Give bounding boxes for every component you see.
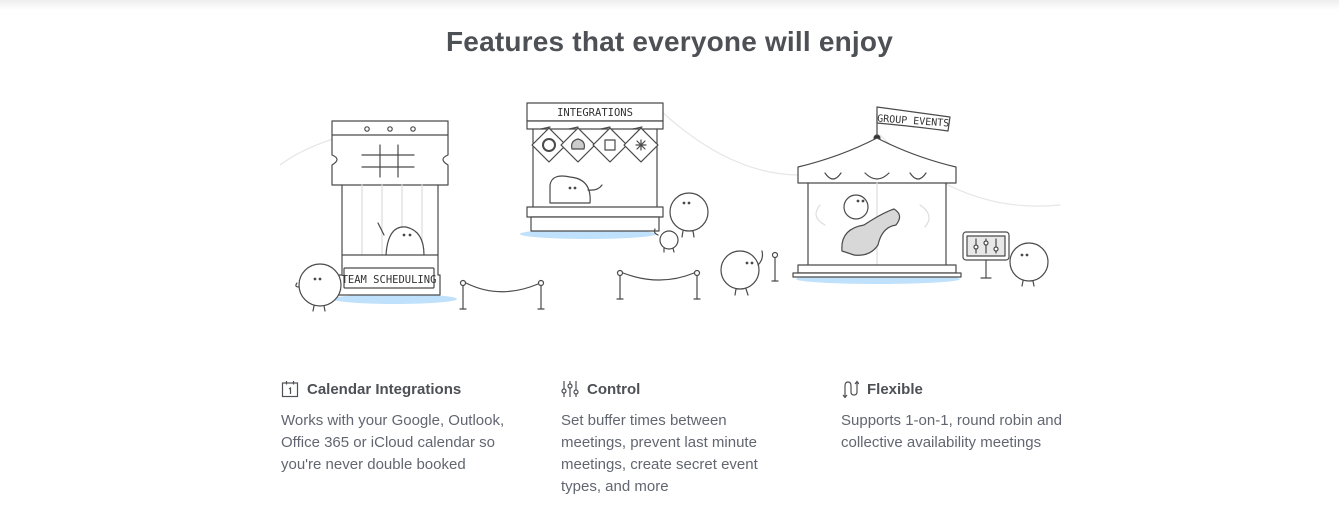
integrations-booth: INTEGRATIONS <box>520 102 709 253</box>
feature-title: Control <box>587 380 641 398</box>
sliders-icon <box>561 381 579 397</box>
feature-description: Supports 1-on-1, round robin and collect… <box>841 412 1062 451</box>
section-title: Features that everyone will enjoy <box>446 26 893 57</box>
calendar-icon <box>281 381 299 398</box>
feature-title: Calendar Integrations <box>307 380 462 398</box>
feature-title: Flexible <box>867 380 923 398</box>
team-scheduling-sign: TEAM SCHEDULING <box>342 274 437 286</box>
queue-rope <box>616 250 779 300</box>
feature-calendar-integrations: Calendar Integrations Works with your Go… <box>281 378 511 476</box>
feature-flexible: Flexible Supports 1-on-1, round robin an… <box>841 378 1071 454</box>
integrations-sign: INTEGRATIONS <box>557 107 633 119</box>
feature-control: Control Set buffer times between meeting… <box>561 378 791 498</box>
feature-description: Set buffer times between meetings, preve… <box>561 412 758 495</box>
top-shadow <box>0 0 1339 10</box>
group-events-flag: GROUP EVENTS <box>877 113 950 129</box>
feature-description: Works with your Google, Outlook, Office … <box>281 412 505 473</box>
team-scheduling-booth: TEAM SCHEDULING <box>295 120 545 312</box>
features-illustration: TEAM SCHEDULING INTEGRATIONS <box>279 95 1070 325</box>
group-events-booth: GROUP EVENTS <box>792 106 1049 287</box>
flexible-arrows-icon <box>842 380 859 398</box>
